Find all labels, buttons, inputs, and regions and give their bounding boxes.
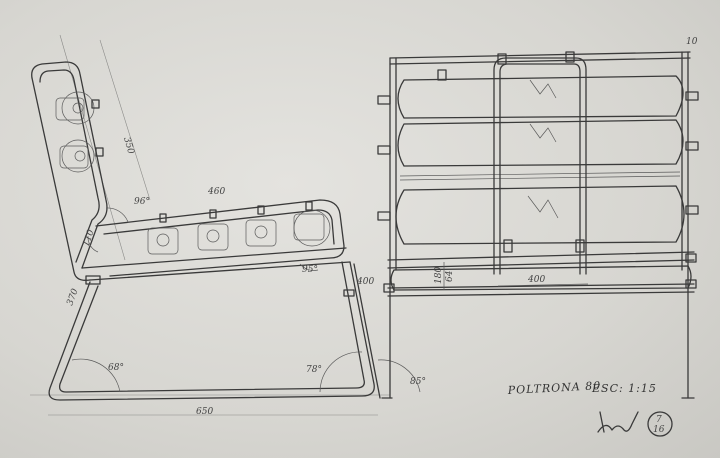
seat-frame xyxy=(95,199,345,277)
dim-base-length: 650 xyxy=(196,407,213,417)
signature-mark xyxy=(597,411,639,433)
dim-front-height-a: 180 xyxy=(434,267,444,284)
dim-arm-height: 400 xyxy=(356,277,374,287)
seat-cushions xyxy=(147,201,331,255)
dim-rear-leg-angle: 78° xyxy=(306,365,322,375)
front-clamps xyxy=(377,51,699,293)
sheet-total: 16 xyxy=(653,425,665,435)
sheet-number-circle xyxy=(647,411,673,437)
side-leg-frame xyxy=(48,261,375,401)
back-cushion-2 xyxy=(61,139,95,173)
dim-front-leg-angle: 68° xyxy=(108,363,124,373)
front-seat-cushion xyxy=(395,185,685,245)
sheet-number: 7 xyxy=(656,415,662,425)
dim-seat-offset: 110 xyxy=(81,228,96,248)
dim-leg-height: 370 xyxy=(65,287,80,307)
dim-seat-angle: 95° xyxy=(302,265,318,275)
front-back-cushion-1 xyxy=(397,75,684,119)
title-block: POLTRONA 80 ESC: 1:15 7 16 xyxy=(506,379,673,437)
drawing-scale: ESC: 1:15 xyxy=(591,382,657,395)
dim-front-width: 400 xyxy=(527,275,545,285)
dim-corner-mark: 10 xyxy=(686,37,698,47)
backrest-frame xyxy=(31,61,108,269)
dim-back-angle: 96° xyxy=(134,197,150,207)
drawing-title: POLTRONA 80 xyxy=(506,379,601,397)
dim-front-height-b: 64 xyxy=(445,270,455,282)
dim-back-height: 350 xyxy=(121,136,135,156)
dim-seat-depth: 460 xyxy=(207,187,225,197)
front-view: 400 180 64 10 xyxy=(377,37,699,399)
front-back-cushion-2 xyxy=(397,119,684,167)
dim-side-leg-angle: 85° xyxy=(410,377,426,387)
side-view: 350 460 96° 110 400 95° 370 68° 78° 85° … xyxy=(30,34,426,417)
